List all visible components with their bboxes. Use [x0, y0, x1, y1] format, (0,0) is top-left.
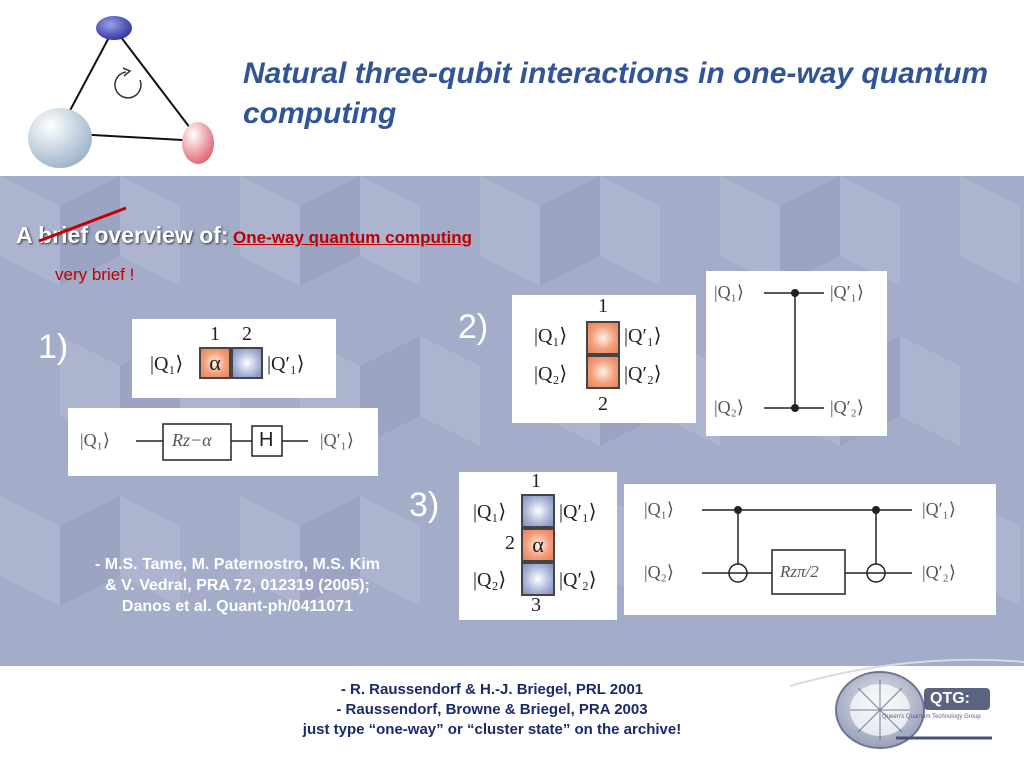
- label-three: 3): [409, 486, 440, 524]
- citation-line: & V. Vedral, PRA 72, 012319 (2005);: [105, 577, 370, 594]
- node-number: 2: [242, 323, 252, 345]
- cluster-node: [521, 562, 555, 596]
- diagram3-circuit: |Q₁⟩ |Q′₁⟩ |Q₂⟩ |Q′₂⟩ Rzπ/2: [624, 484, 996, 615]
- citation-line: - M.S. Tame, M. Paternostro, M.S. Kim: [94, 556, 381, 573]
- qubit-input: |Q₁⟩: [150, 353, 184, 375]
- circuit-input: |Q₁⟩: [80, 430, 110, 450]
- qubit-output: |Q′₁⟩: [624, 325, 662, 347]
- label-one: 1): [38, 328, 69, 366]
- strike-line: [38, 206, 127, 243]
- footer-reference: - R. Raussendorf & H.-J. Briegel, PRL 20…: [340, 681, 644, 698]
- footer-arc: [790, 658, 1024, 687]
- hadamard-gate: H: [259, 429, 274, 451]
- node-number: 1: [598, 295, 608, 317]
- circuit-input: |Q₂⟩: [644, 562, 674, 582]
- qubit-input: |Q₂⟩: [473, 569, 507, 591]
- circuit-output: |Q′₁⟩: [320, 430, 354, 450]
- diagram2-cluster: 1 |Q₁⟩ |Q′₁⟩ |Q₂⟩ |Q′₂⟩ 2: [512, 295, 696, 423]
- diagram3-cluster: 1 |Q₁⟩ |Q′₁⟩ 2 α |Q₂⟩ |Q′₂⟩ 3: [459, 470, 617, 620]
- cluster-node: [586, 321, 620, 355]
- rotation-gate: Rz−α: [172, 430, 212, 450]
- rotation-gate: Rzπ/2: [780, 562, 819, 581]
- qubit-output: |Q′₂⟩: [624, 363, 662, 385]
- footer-reference: - Raussendorf, Browne & Briegel, PRA 200…: [336, 701, 648, 718]
- circuit-output: |Q′₁⟩: [922, 499, 956, 519]
- overview-note: very brief !: [55, 265, 135, 284]
- qubit-output: |Q′₁⟩: [267, 353, 305, 375]
- cnot-circuit-wires: [702, 506, 912, 595]
- circuit-input: |Q₁⟩: [714, 282, 744, 302]
- qtg-logo-icon: [835, 671, 992, 749]
- footer-note: just type “one-way” or “cluster state” o…: [302, 721, 682, 738]
- cluster-node: α: [199, 347, 231, 379]
- node-number: 1: [531, 470, 541, 492]
- qubit-input: |Q₁⟩: [534, 325, 568, 347]
- circuit-input: |Q₁⟩: [644, 499, 674, 519]
- diagram1-cluster: 1 2 |Q₁⟩ α |Q′₁⟩: [132, 319, 336, 398]
- node-number: 3: [531, 594, 541, 616]
- circuit-wires: [136, 423, 308, 461]
- cluster-node: [586, 355, 620, 389]
- qtg-logo-text: QTG:: [930, 690, 970, 707]
- qubit-output: |Q′₁⟩: [559, 501, 597, 523]
- header: Natural three-qubit interactions in one-…: [0, 0, 1024, 176]
- node-number: 2: [505, 532, 515, 554]
- qtg-logo: QTG: Queen's Quantum Technology Group: [832, 666, 1002, 754]
- overview-heading: A brief overview of: One-way quantum com…: [16, 222, 472, 249]
- cluster-node: [521, 494, 555, 528]
- citation-line: Danos et al. Quant-ph/0411071: [121, 598, 354, 615]
- label-two: 2): [458, 308, 489, 346]
- circuit-output: |Q′₁⟩: [830, 282, 864, 302]
- qubit-input: |Q₂⟩: [534, 363, 568, 385]
- node-number: 2: [598, 393, 608, 415]
- qubit-output: |Q′₂⟩: [559, 569, 597, 591]
- page-title: Natural three-qubit interactions in one-…: [243, 57, 989, 130]
- alpha-symbol: α: [532, 532, 544, 557]
- qtg-logo-subtitle: Queen's Quantum Technology Group: [882, 714, 981, 720]
- cluster-node: α: [521, 528, 555, 562]
- content-panel: A brief overview of: One-way quantum com…: [0, 176, 1024, 666]
- alpha-symbol: α: [209, 350, 221, 375]
- citation: - M.S. Tame, M. Paternostro, M.S. Kim & …: [40, 554, 435, 617]
- node-number: 1: [210, 323, 220, 345]
- triangle-logo-icon: [28, 16, 214, 168]
- diagram1-circuit: |Q₁⟩ Rz−α H |Q′₁⟩: [68, 408, 378, 476]
- diagram2-circuit: |Q₁⟩ |Q′₁⟩ |Q₂⟩ |Q′₂⟩: [706, 271, 887, 436]
- cluster-node: [231, 347, 263, 379]
- circuit-input: |Q₂⟩: [714, 397, 744, 417]
- overview-topic: One-way quantum computing: [233, 228, 472, 247]
- circuit-output: |Q′₂⟩: [830, 397, 864, 417]
- cz-circuit-wires: [764, 289, 824, 412]
- qubit-input: |Q₁⟩: [473, 501, 507, 523]
- circuit-output: |Q′₂⟩: [922, 562, 956, 582]
